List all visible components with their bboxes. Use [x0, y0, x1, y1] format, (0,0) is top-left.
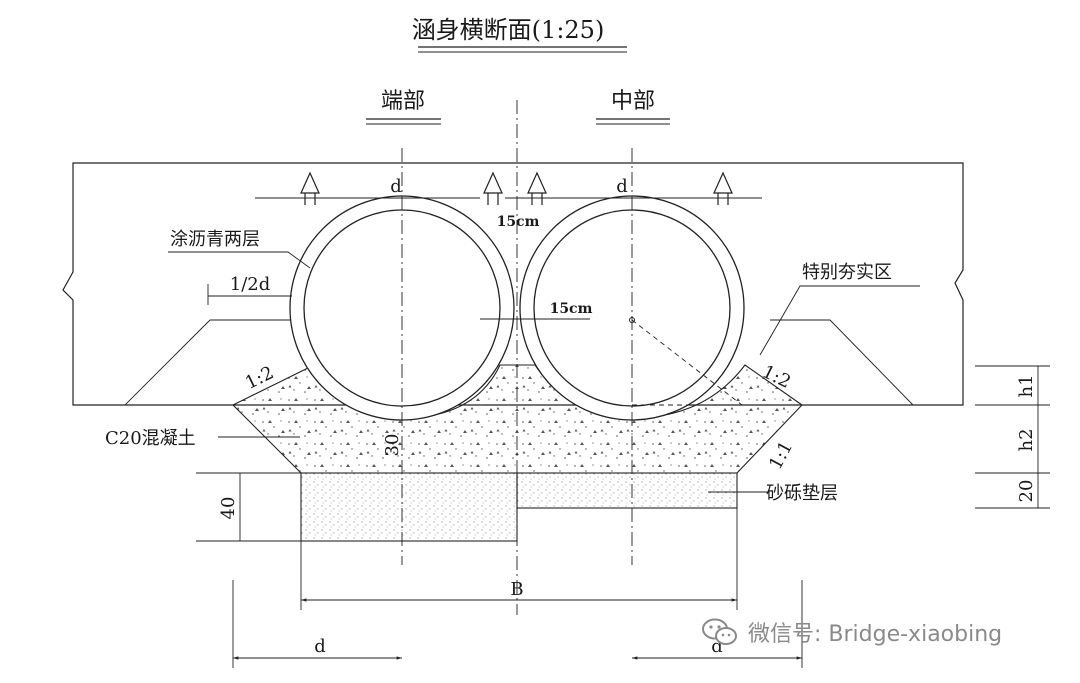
label-compaction-zone: 特别夯实区 [802, 262, 892, 283]
dim-h2: h2 [1016, 428, 1037, 451]
label-c20-concrete: C20混凝土 [105, 428, 196, 449]
label-gravel-cushion: 砂砾垫层 [766, 483, 838, 504]
dim-top-d-right: d [616, 176, 628, 197]
dim-top-d-left: d [390, 176, 402, 197]
wechat-icon [702, 618, 737, 645]
load-arrow-2 [483, 171, 503, 205]
compaction-leader [759, 285, 920, 356]
asphalt-leader [168, 251, 311, 269]
slope-label-base: 1:1 [765, 438, 797, 473]
section-label-middle: 中部 [611, 89, 655, 114]
section-label-end: 端部 [381, 89, 425, 114]
backfill-slope-right [770, 319, 914, 406]
dim-forty: 40 [218, 497, 239, 520]
backfill-slope-left [124, 319, 290, 406]
label-asphalt-coating: 涂沥青两层 [170, 229, 260, 250]
dim-twenty: 20 [1016, 480, 1037, 503]
dim-bottom-d-left: d [314, 636, 326, 657]
watermark: 微信号: Bridge-xiaobing [700, 616, 1002, 648]
dim-b: B [510, 579, 523, 600]
drawing-title: 涵身横断面(1:25) [412, 16, 605, 44]
load-arrow-1 [300, 171, 320, 205]
dim-h1: h1 [1016, 374, 1037, 397]
load-arrow-4 [713, 171, 733, 205]
watermark-text: 微信号: Bridge-xiaobing [748, 622, 1003, 647]
load-arrow-3 [527, 171, 547, 205]
dim-thirty: 30 [382, 434, 403, 457]
gravel-cushion-left [300, 472, 518, 542]
dim-bottom-d-right: d [711, 636, 723, 657]
dim-gap-mid: 15cm [550, 301, 593, 317]
embankment-outline [62, 162, 964, 406]
dim-half-d: 1/2d [230, 274, 271, 295]
gravel-cushion-right [516, 472, 738, 509]
dim-gap-top: 15cm [497, 214, 540, 230]
